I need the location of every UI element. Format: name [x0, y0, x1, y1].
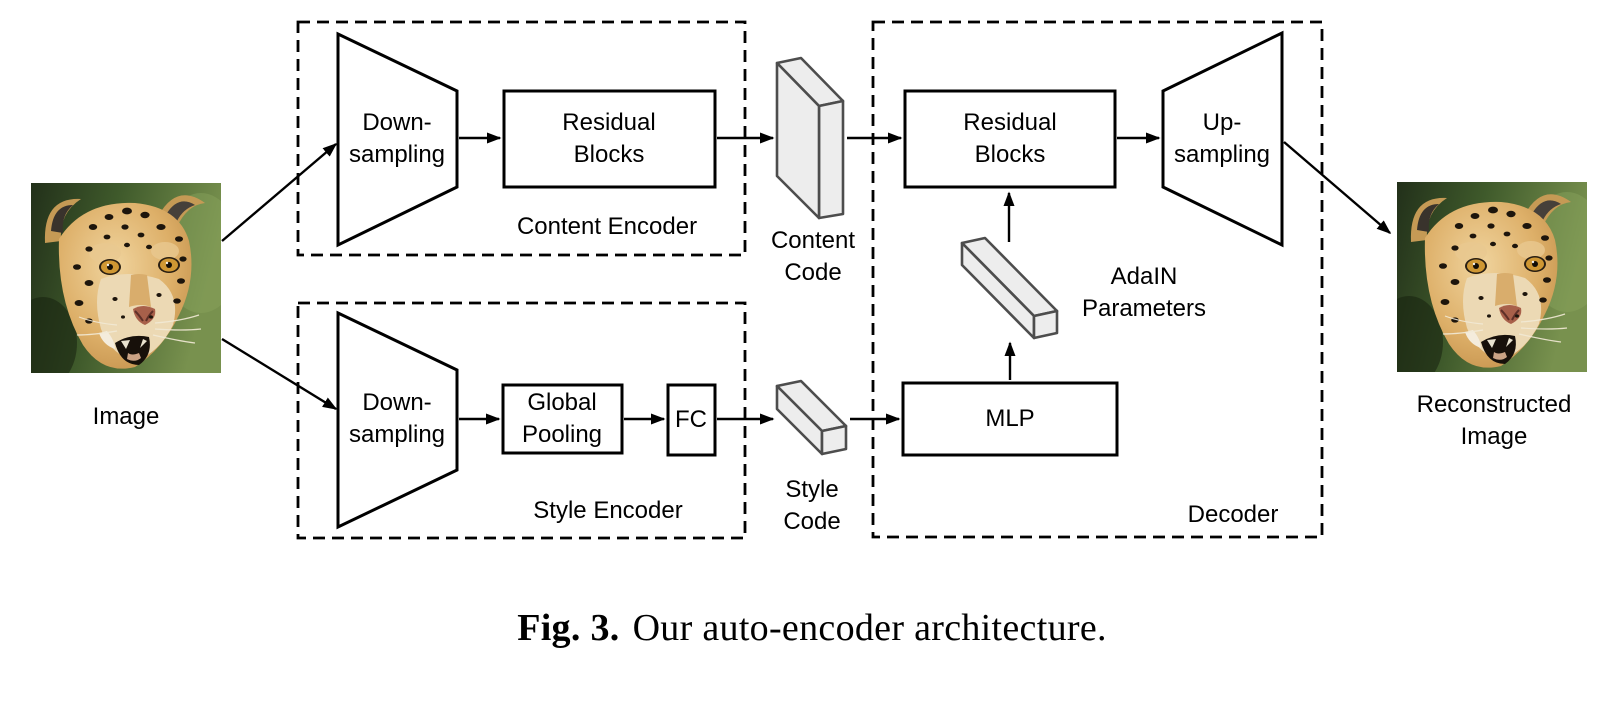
figure-caption: Fig. 3. Our auto-encoder architecture.	[0, 606, 1624, 650]
style-code-label: Style Code	[783, 474, 840, 538]
style-code-line2: Code	[783, 508, 841, 535]
content-code-slab	[775, 56, 845, 220]
style-code-bar-end	[820, 424, 848, 456]
residual-blocks-encoder-line1: Residual	[562, 109, 656, 136]
downsampling-style-line2: sampling	[348, 421, 446, 448]
fc-label: FC	[675, 406, 707, 433]
residual-blocks-encoder-label: Residual Blocks	[562, 107, 655, 171]
global-pooling-label: Global Pooling	[522, 387, 602, 451]
residual-blocks-decoder-label: Residual Blocks	[963, 107, 1056, 171]
residual-blocks-decoder-line2: Blocks	[974, 141, 1046, 168]
adain-parameters-label: AdaIN Parameters	[1082, 261, 1206, 325]
fc-box	[666, 383, 717, 457]
mlp-box	[901, 381, 1119, 457]
arrow-image-to-style-encoder	[221, 337, 338, 411]
reconstructed-label-line1: Reconstructed	[1416, 391, 1572, 418]
global-pooling-line2: Pooling	[521, 421, 603, 448]
adain-bar-end	[1032, 309, 1059, 340]
downsampling-content-line1: Down-	[362, 109, 432, 136]
style-encoder-dashed-box	[296, 301, 747, 540]
arrow-image-to-content-encoder	[221, 143, 338, 242]
arrow-upsampling-to-image	[1283, 141, 1392, 234]
downsampling-style-trapezoid	[336, 310, 459, 530]
style-code-line1: Style	[785, 476, 839, 503]
style-encoder-label: Style Encoder	[533, 497, 683, 524]
input-image	[31, 183, 221, 373]
global-pooling-box	[501, 383, 624, 455]
content-encoder-dashed-box	[296, 20, 747, 257]
content-code-line2: Code	[784, 259, 842, 286]
reconstructed-image-label: Reconstructed Image	[1417, 389, 1572, 453]
upsampling-line1: Up-	[1202, 109, 1242, 136]
downsampling-content-label: Down- sampling	[349, 107, 445, 171]
adain-line1: AdaIN	[1110, 263, 1178, 290]
decoder-label: Decoder	[1187, 501, 1279, 528]
downsampling-style-label: Down- sampling	[349, 387, 445, 451]
adain-parameters-bar	[960, 236, 1059, 340]
residual-blocks-encoder-box	[502, 89, 717, 189]
style-code-bar	[775, 379, 848, 456]
reconstructed-label-line2: Image	[1460, 423, 1528, 450]
mlp-label: MLP	[985, 405, 1035, 432]
downsampling-style-line1: Down-	[362, 389, 432, 416]
upsampling-label: Up- sampling	[1174, 107, 1270, 171]
content-code-slab-front	[775, 61, 821, 220]
content-code-label: Content Code	[771, 225, 855, 289]
residual-blocks-encoder-line2: Blocks	[573, 141, 645, 168]
decoder-dashed-box	[871, 20, 1324, 539]
upsampling-trapezoid	[1161, 30, 1284, 248]
content-code-line1: Content	[770, 227, 856, 254]
flow-arrows	[221, 132, 1392, 425]
residual-blocks-decoder-line1: Residual	[963, 109, 1057, 136]
reconstructed-image	[1397, 182, 1587, 372]
downsampling-content-line2: sampling	[348, 141, 446, 168]
image-label: Image	[92, 403, 160, 430]
content-encoder-label: Content Encoder	[516, 213, 698, 240]
global-pooling-line1: Global	[527, 389, 597, 416]
caption-text: Our auto-encoder architecture.	[632, 607, 1107, 649]
residual-blocks-decoder-box	[903, 89, 1117, 189]
caption-prefix: Fig. 3.	[517, 607, 620, 649]
downsampling-content-trapezoid	[336, 31, 459, 248]
content-code-slab-side	[817, 99, 845, 220]
adain-line2: Parameters	[1081, 295, 1207, 322]
upsampling-line2: sampling	[1173, 141, 1271, 168]
